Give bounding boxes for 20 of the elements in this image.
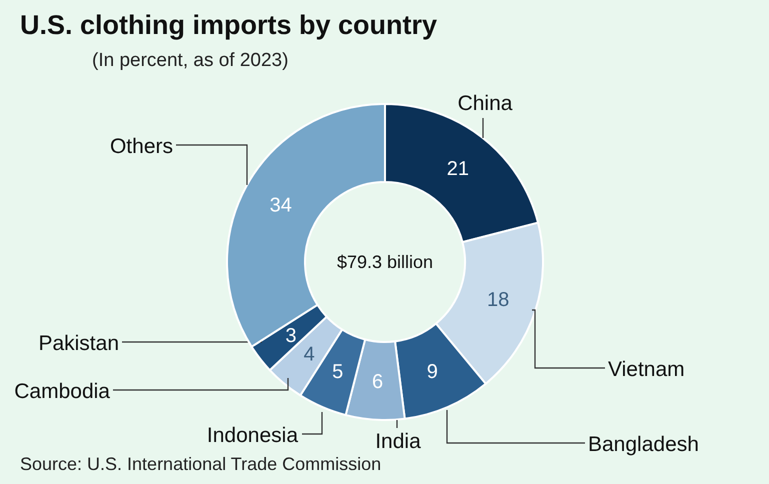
category-label: Bangladesh xyxy=(588,433,699,456)
category-label: Cambodia xyxy=(14,380,110,403)
category-label: Pakistan xyxy=(38,332,119,355)
center-label: $79.3 billion xyxy=(336,252,434,272)
data-label: 3 xyxy=(285,324,297,347)
chart-subtitle: (In percent, as of 2023) xyxy=(92,50,288,72)
category-label: Vietnam xyxy=(608,358,685,381)
category-label: Indonesia xyxy=(206,424,298,447)
data-label: 18 xyxy=(487,288,510,311)
category-label: Others xyxy=(110,135,173,158)
data-label: 4 xyxy=(304,344,315,366)
category-label: China xyxy=(458,92,512,115)
data-label: 9 xyxy=(426,361,438,384)
data-label: 6 xyxy=(372,370,384,393)
category-label: India xyxy=(375,430,421,453)
data-label: 34 xyxy=(270,194,292,217)
source-note: Source: U.S. International Trade Commission xyxy=(20,454,382,475)
data-label: 5 xyxy=(332,361,344,384)
chart-title: U.S. clothing imports by country xyxy=(20,10,438,41)
data-label: 21 xyxy=(446,158,470,180)
